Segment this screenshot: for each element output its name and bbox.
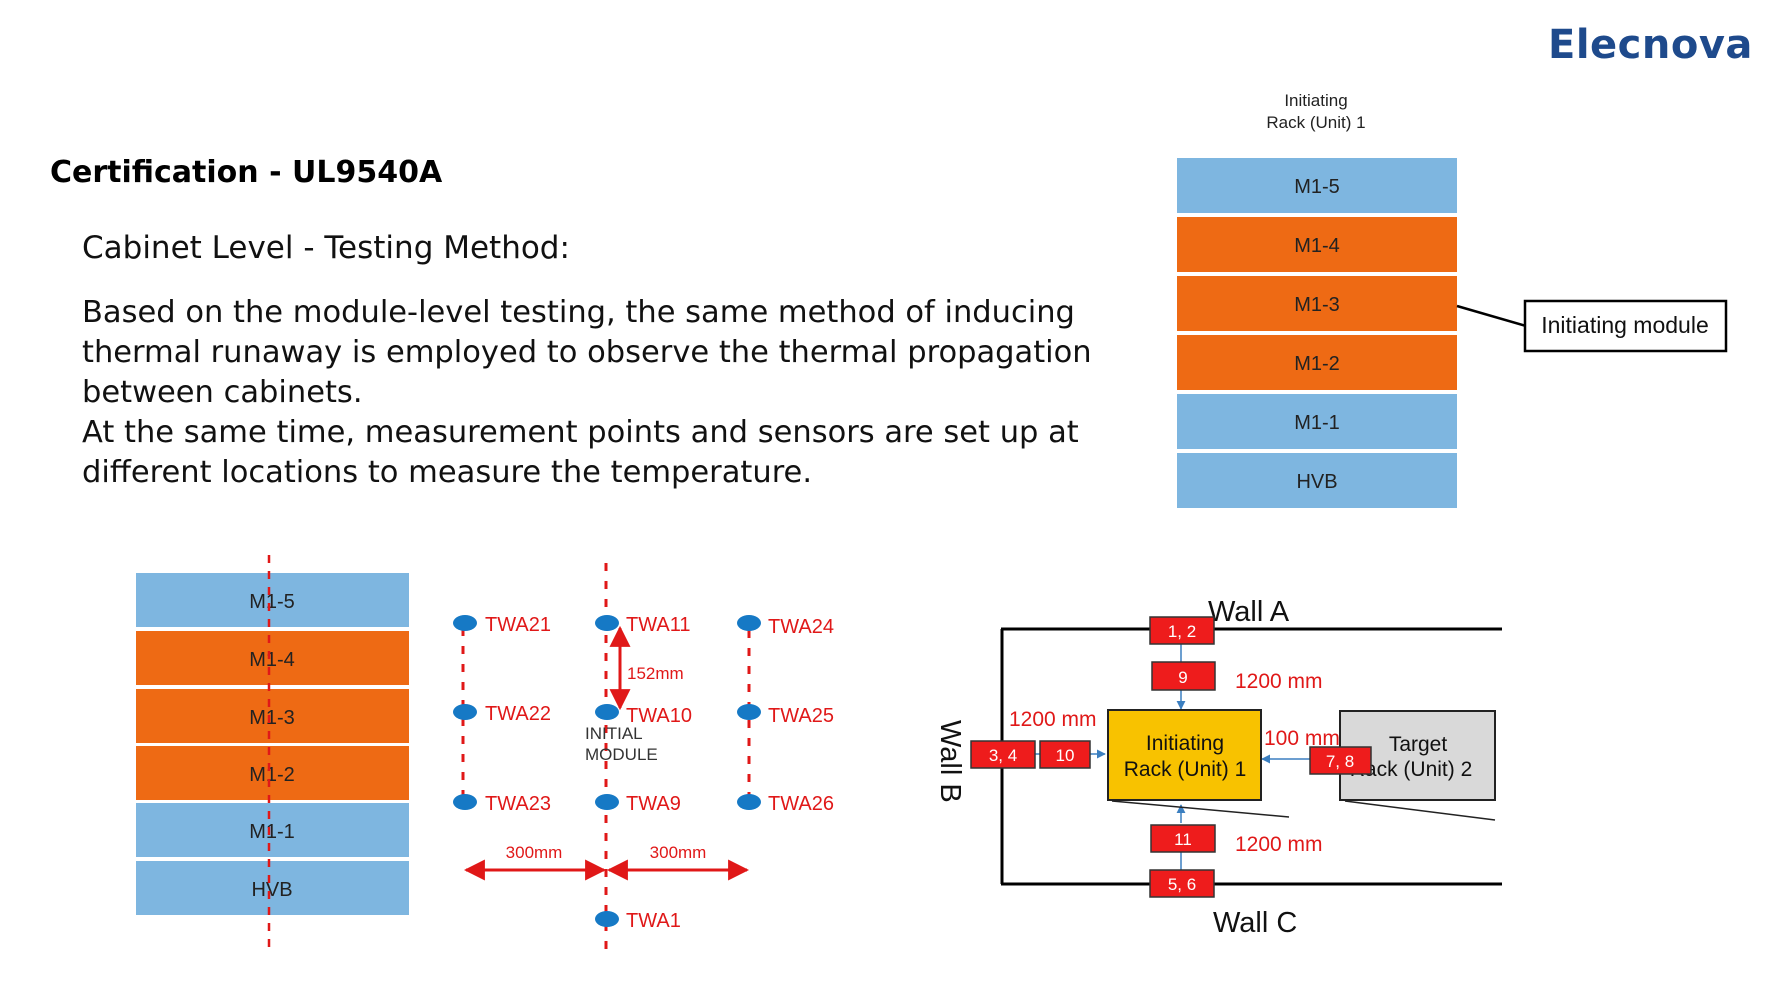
sensor-label-twa1: TWA1: [626, 910, 681, 932]
rack-bottom-module-4: M1-1: [136, 803, 409, 857]
rack-top-module-label: M1-3: [1294, 294, 1340, 316]
rack-top-module-4: M1-1: [1177, 394, 1457, 449]
rack-top-module-2: M1-3: [1177, 276, 1457, 331]
wall-a-label: Wall A: [1208, 596, 1290, 628]
marker-3-4: 3, 4: [970, 740, 1036, 769]
sensor-dot-twa25: [737, 704, 761, 720]
sensor-layout: 152mm 300mm 300mm TWA21 TWA11 TWA24 TWA2…: [453, 563, 834, 955]
initial-module-line1: INITIAL: [585, 724, 643, 743]
rack-caption-line1: Initiating: [1284, 91, 1347, 110]
target-rack-line2: Rack (Unit) 2: [1350, 758, 1473, 781]
sensor-dot-twa9: [595, 794, 619, 810]
marker-label: 9: [1178, 668, 1187, 687]
rack-caption-line2: Rack (Unit) 1: [1266, 113, 1365, 132]
marker-label: 7, 8: [1326, 752, 1354, 771]
rack-top-module-label: M1-1: [1294, 412, 1340, 434]
rack-bottom-module-label: M1-1: [249, 821, 295, 843]
marker-9: 9: [1151, 661, 1216, 691]
dim-label-vertical: 152mm: [627, 664, 684, 683]
initiating-rack-box: [1107, 709, 1262, 801]
rack-bottom-module-1: M1-4: [136, 631, 409, 685]
marker-1-2: 1, 2: [1149, 616, 1215, 645]
initiating-rack-line1: Initiating: [1146, 732, 1224, 755]
callout-label: Initiating module: [1541, 312, 1709, 338]
rack-bottom-module-label: HVB: [251, 879, 292, 901]
sensor-label-twa25: TWA25: [768, 705, 834, 727]
rack-shadow-line-2: [1344, 800, 1496, 821]
rack-shadow-line-1: [1111, 800, 1290, 818]
target-rack-line1: Target: [1389, 733, 1448, 756]
sensor-label-twa11: TWA11: [626, 614, 690, 636]
sensor-dot-twa10: [595, 704, 619, 720]
rack-top-module-label: HVB: [1296, 471, 1337, 493]
callout-box: [1523, 299, 1728, 353]
sensor-label-twa23: TWA23: [485, 793, 551, 815]
rack-bottom-module-label: M1-3: [249, 707, 295, 729]
initial-module-line2: MODULE: [585, 745, 658, 764]
rack-bottom-module-label: M1-2: [249, 764, 295, 786]
rack-bottom-module-label: M1-5: [249, 591, 295, 613]
paragraph-sensors: At the same time, measurement points and…: [82, 415, 1079, 490]
rack-bottom-module-0: M1-5: [136, 573, 409, 627]
rack-top-module-1: M1-4: [1177, 217, 1457, 272]
rack-top-module-label: M1-5: [1294, 176, 1340, 198]
distance-right: 100 mm: [1264, 727, 1340, 750]
section-subtitle: Cabinet Level - Testing Method:: [82, 230, 570, 266]
rack-bottom-module-label: M1-4: [249, 649, 295, 671]
rack-diagram-top: Initiating Rack (Unit) 1 M1-5 M1-4 M1-3 …: [1177, 91, 1728, 508]
marker-label: 11: [1174, 830, 1192, 849]
marker-10: 10: [1039, 740, 1091, 769]
sensor-dot-twa1: [595, 911, 619, 927]
rack-bottom-module-5: HVB: [136, 861, 409, 915]
sensor-label-twa24: TWA24: [768, 616, 834, 638]
page-title: Certification - UL9540A: [50, 155, 443, 190]
dim-label-right: 300mm: [650, 843, 707, 862]
distance-left: 1200 mm: [1009, 708, 1097, 731]
rack-top-module-0: M1-5: [1177, 158, 1457, 213]
body-text: Based on the module-level testing, the s…: [82, 293, 1122, 493]
sensor-dot-twa26: [737, 794, 761, 810]
marker-7-8: 7, 8: [1309, 746, 1372, 775]
rack-top-module-label: M1-4: [1294, 235, 1340, 257]
rack-top-module-3: M1-2: [1177, 335, 1457, 390]
sensor-dot-twa24: [737, 615, 761, 631]
marker-label: 5, 6: [1168, 875, 1196, 894]
sensor-label-twa26: TWA26: [768, 793, 834, 815]
rack-top-module-label: M1-2: [1294, 353, 1340, 375]
marker-5-6: 5, 6: [1149, 869, 1215, 898]
target-rack-box: [1339, 710, 1496, 801]
marker-label: 10: [1056, 746, 1075, 765]
marker-11: 11: [1150, 824, 1216, 853]
callout-leader-line: [1456, 304, 1527, 328]
rack-diagram-bottom: M1-5 M1-4 M1-3 M1-2 M1-1 HVB: [136, 555, 409, 950]
sensor-dot-twa22: [453, 704, 477, 720]
wall-b-label: Wall B: [934, 720, 966, 803]
rack-top-module-5: HVB: [1177, 453, 1457, 508]
brand-logo: Elecnova: [1548, 22, 1753, 68]
sensor-dot-twa21: [453, 615, 477, 631]
sensor-label-twa21: TWA21: [485, 614, 551, 636]
initiating-rack-line2: Rack (Unit) 1: [1124, 758, 1247, 781]
wall-c-label: Wall C: [1213, 907, 1297, 939]
sensor-label-twa22: TWA22: [485, 703, 551, 725]
rack-bottom-module-2: M1-3: [136, 689, 409, 743]
dim-label-left: 300mm: [506, 843, 563, 862]
sensor-label-twa9: TWA9: [626, 793, 681, 815]
sensor-dot-twa11: [595, 615, 619, 631]
floor-plan: Wall A Wall C Wall B Initiating Rack (Un…: [934, 596, 1502, 939]
marker-label: 1, 2: [1168, 622, 1196, 641]
rack-bottom-module-3: M1-2: [136, 746, 409, 800]
sensor-label-twa10: TWA10: [626, 705, 692, 727]
marker-label: 3, 4: [989, 746, 1017, 765]
distance-top: 1200 mm: [1235, 670, 1323, 693]
distance-bottom: 1200 mm: [1235, 833, 1323, 856]
paragraph-method: Based on the module-level testing, the s…: [82, 295, 1092, 410]
sensor-dot-twa23: [453, 794, 477, 810]
